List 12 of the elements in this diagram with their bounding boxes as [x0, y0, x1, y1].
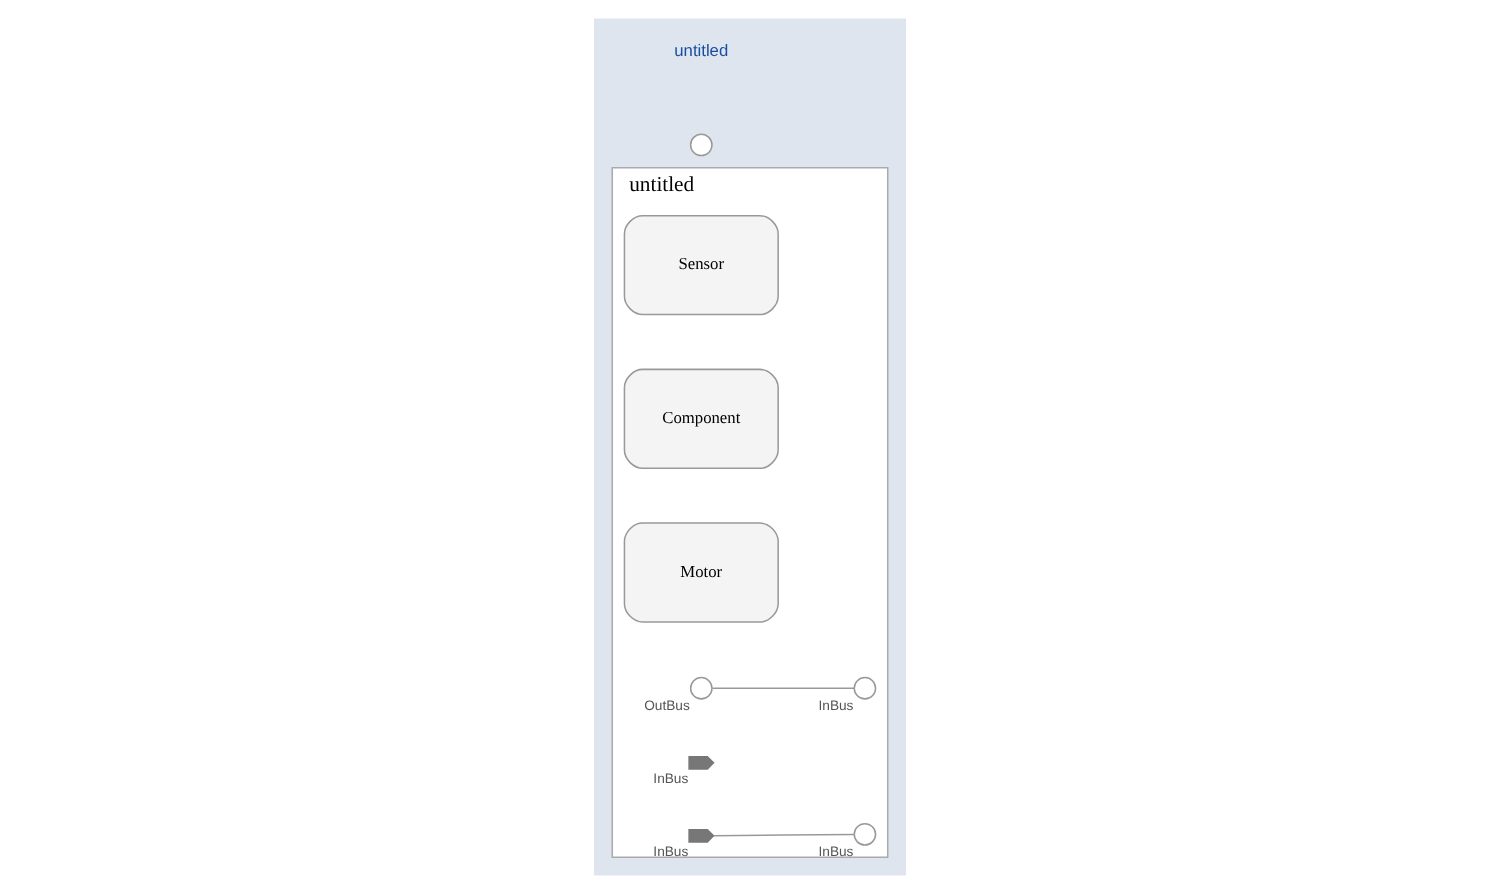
connector — [710, 686, 854, 688]
label: untitled — [673, 39, 728, 60]
node-box: Component — [622, 367, 778, 469]
node-box: Sensor — [622, 213, 778, 315]
node-box: Motor — [622, 521, 778, 622]
node-circle — [688, 675, 712, 699]
node-tag — [687, 828, 714, 842]
node-circle — [688, 132, 712, 156]
node-circle — [852, 821, 876, 845]
connector — [712, 832, 854, 836]
node-tag — [687, 754, 714, 769]
node-circle — [852, 675, 876, 699]
